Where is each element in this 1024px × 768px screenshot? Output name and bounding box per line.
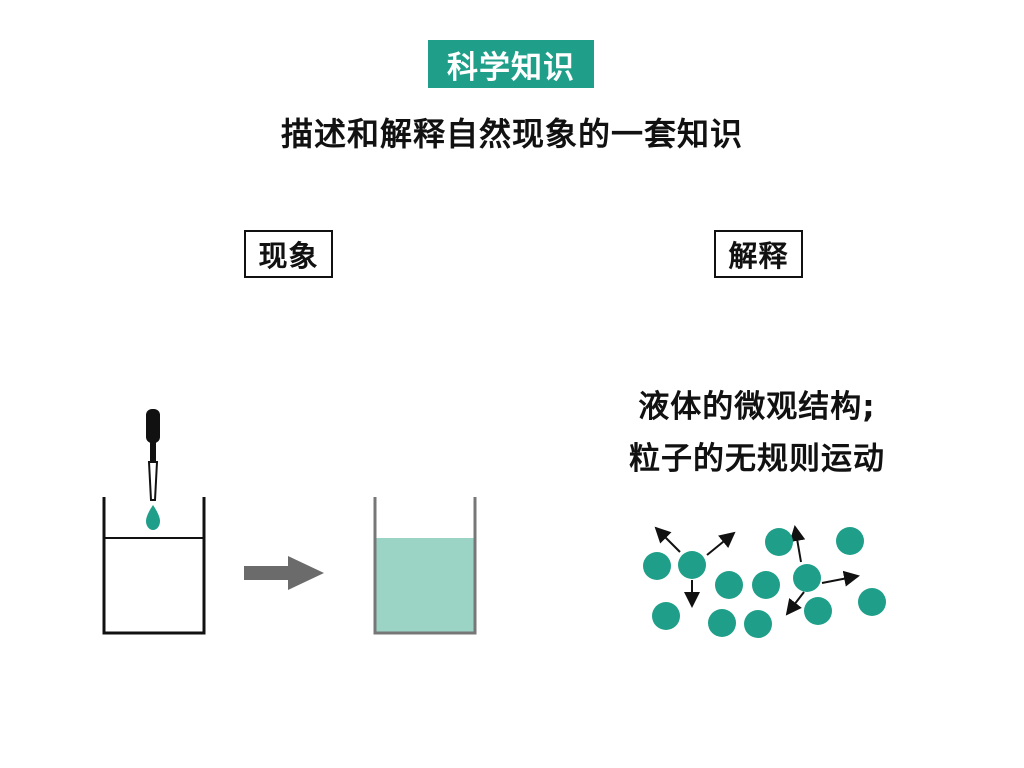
- explanation-label: 解释: [714, 230, 803, 278]
- page-subtitle: 描述和解释自然现象的一套知识: [280, 115, 743, 153]
- particle: [765, 528, 793, 556]
- beaker-after-icon: [373, 497, 477, 635]
- beaker-before-icon: [102, 497, 206, 635]
- particle-motion-arrows: [654, 525, 860, 616]
- particle: [652, 602, 680, 630]
- particle: [793, 564, 821, 592]
- particles: [643, 527, 886, 638]
- title-badge: 科学知识: [428, 40, 594, 88]
- explanation-text-line-2: 粒子的无规则运动: [629, 440, 885, 477]
- phenomenon-label: 现象: [244, 230, 333, 278]
- particle: [643, 552, 671, 580]
- particle: [708, 609, 736, 637]
- process-arrow-icon: [244, 556, 324, 590]
- particle: [744, 610, 772, 638]
- particle: [836, 527, 864, 555]
- particles-diagram: [643, 525, 886, 638]
- particle: [858, 588, 886, 616]
- explanation-text-line-1: 液体的微观结构;: [638, 388, 876, 425]
- particle: [678, 551, 706, 579]
- particle: [804, 597, 832, 625]
- particle: [752, 571, 780, 599]
- dropper-icon: [146, 409, 160, 530]
- particle: [715, 571, 743, 599]
